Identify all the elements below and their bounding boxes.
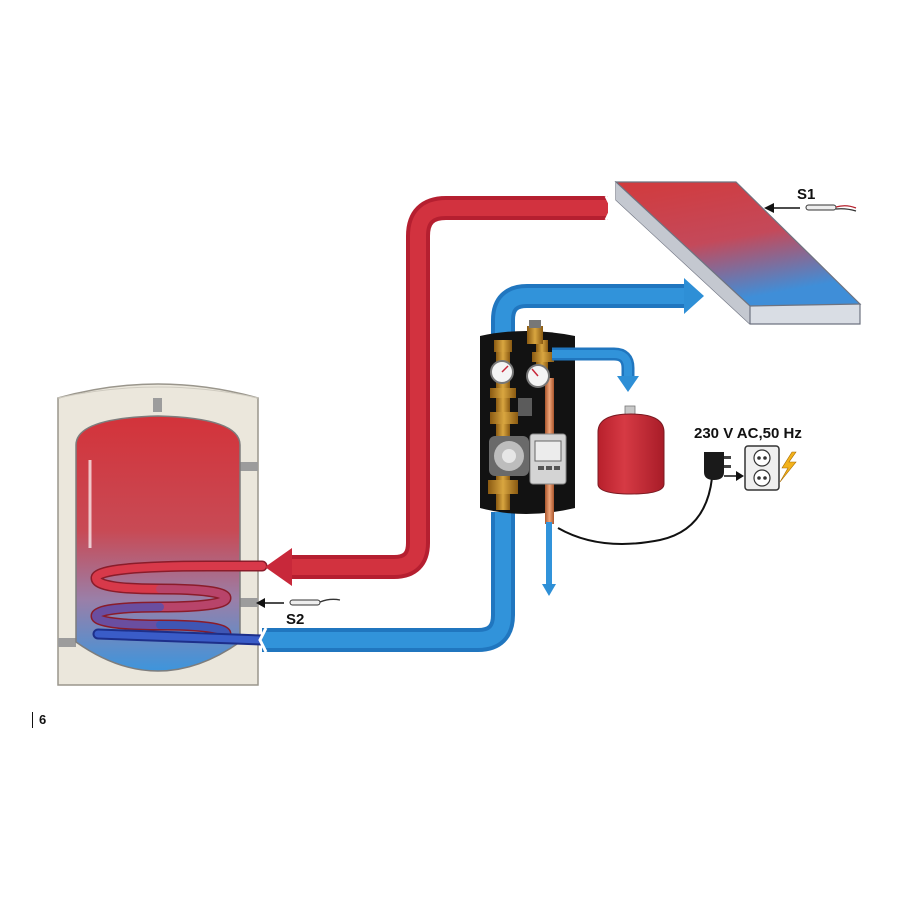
tank-sensor-label: S2 <box>286 611 304 628</box>
solar-collector <box>614 181 862 325</box>
circulation-pump <box>489 436 529 476</box>
hot-flow-pipe <box>265 195 614 586</box>
expansion-vessel <box>597 405 665 495</box>
power-plug-icon <box>704 452 744 481</box>
temperature-probe-icon <box>805 204 837 211</box>
temperature-probe-icon <box>289 599 321 606</box>
wall-socket-icon <box>744 445 780 491</box>
cold-supply-pipe <box>491 278 704 345</box>
arrow-left-icon <box>764 203 774 213</box>
heat-exchanger-coil <box>90 560 268 646</box>
controller-display <box>534 440 562 462</box>
collector-sensor: S1 <box>764 186 857 213</box>
thermometer-gauge-icon <box>490 360 514 384</box>
cold-supply-arrow <box>684 278 704 314</box>
lightning-bolt-icon <box>779 451 797 483</box>
pressure-gauge-icon <box>526 364 550 388</box>
power-supply-label: 230 V AC,50 Hz <box>694 425 802 442</box>
power-cable <box>557 477 713 545</box>
collector-absorber <box>614 181 862 307</box>
arrow-down-icon <box>542 584 556 596</box>
drain-line <box>542 522 556 596</box>
tank-sensor: S2 <box>256 598 341 628</box>
expansion-line <box>552 347 639 392</box>
hot-flow-arrow <box>265 548 292 586</box>
solar-controller <box>529 433 567 485</box>
page-number: 6 <box>32 712 46 728</box>
cold-return-pipe <box>258 512 515 653</box>
arrow-left-icon <box>256 598 265 608</box>
pump-station <box>480 320 575 524</box>
arrow-down-icon <box>617 376 639 392</box>
tank-casing-strap-top <box>153 398 162 412</box>
collector-sensor-label: S1 <box>797 186 815 203</box>
